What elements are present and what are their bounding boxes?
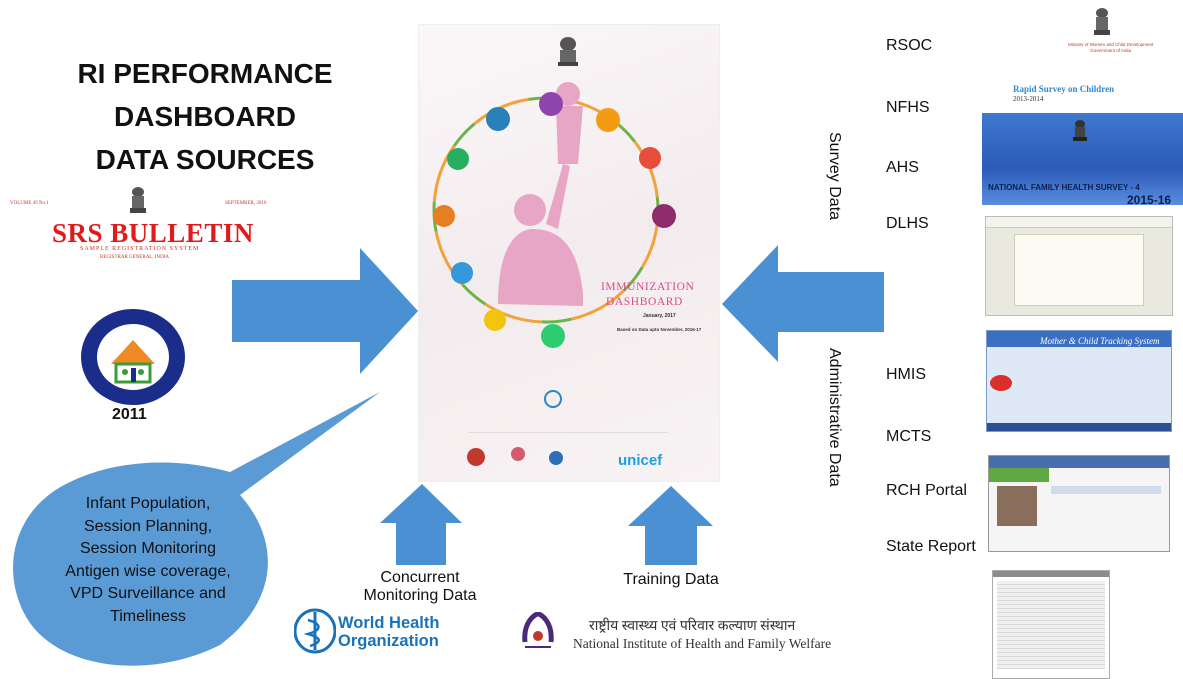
bubble-line: Antigen wise coverage,: [65, 562, 231, 580]
source-hmis: HMIS: [886, 366, 926, 383]
administrative-data-label: Administrative Data: [826, 348, 843, 487]
emblem-icon: [130, 187, 146, 213]
dlhs-screenshot: [985, 216, 1173, 316]
bubble-line: VPD Surveillance and: [70, 585, 226, 602]
srs-brand: SRS BULLETIN: [52, 218, 254, 248]
dashboard-cover-art: [432, 37, 676, 466]
who-logo-icon: [294, 608, 336, 654]
training-data-label: Training Data: [623, 571, 719, 588]
bubble-text: Infant Population, Session Planning, Ses…: [28, 493, 268, 628]
dashboard-title-line2: DASHBOARD: [606, 296, 683, 308]
source-state-report: State Report: [886, 538, 976, 555]
speech-bubble: [13, 392, 381, 666]
emblem-icon: [558, 37, 578, 66]
left-arrow: [232, 248, 418, 374]
source-rsoc: RSOC: [886, 37, 933, 54]
ring-icons: [433, 92, 676, 348]
bubble-line: Timeliness: [110, 607, 186, 625]
rsoc-title: Rapid Survey on Children: [1013, 84, 1115, 94]
nihfw-logo-icon: [522, 612, 554, 648]
title-line3: DATA SOURCES: [95, 144, 315, 175]
dashboard-title-line1: IMMUNIZATION: [601, 281, 695, 293]
census-logo-icon: [81, 309, 185, 405]
rsoc-ministry: Ministry of Women and Child Development …: [1068, 42, 1154, 53]
srs-issuer: REGISTRAR GENERAL, INDIA: [100, 255, 170, 260]
concurrent-monitoring-label: Concurrent Monitoring Data: [363, 569, 477, 604]
source-nfhs: NFHS: [886, 99, 930, 116]
training-up-arrow: [628, 486, 713, 565]
hmis-screenshot: [986, 330, 1172, 432]
concurrent-up-arrow: [380, 484, 462, 565]
page-title: RI PERFORMANCE DASHBOARD DATA SOURCES: [40, 52, 370, 181]
emblem-icon: [1073, 120, 1087, 141]
who-logo-text: World Health Organization: [338, 614, 440, 650]
bubble-line: Infant Population,: [85, 495, 211, 512]
emblem-icon: [1094, 8, 1110, 35]
mother-child-illustration: [498, 82, 583, 306]
source-dlhs: DLHS: [886, 215, 929, 232]
bubble-line: Session Planning,: [83, 517, 213, 535]
bubble-line: Session Monitoring: [79, 540, 217, 557]
source-rch-portal: RCH Portal: [886, 482, 967, 499]
unicef-logo: unicef: [618, 452, 663, 469]
survey-data-label: Survey Data: [826, 132, 843, 221]
title-line1: RI PERFORMANCE: [77, 58, 333, 89]
dashboard-date: January, 2017: [643, 313, 676, 319]
srs-date: SEPTEMBER, 2016: [225, 201, 267, 206]
rsoc-years: 2013-2014: [1013, 95, 1044, 103]
hmis-title: Mother & Child Tracking System: [1040, 336, 1160, 346]
nfhs-year: 2015-16: [1127, 193, 1172, 207]
nfhs-title: NATIONAL FAMILY HEALTH SURVEY - 4: [988, 183, 1140, 192]
nihfw-hindi-name: राष्ट्रीय स्वास्थ्य एवं परिवार कल्याण सं…: [589, 619, 796, 634]
rch-portal-screenshot: [988, 455, 1170, 552]
srs-volume: VOLUME 49 No.1: [10, 201, 49, 206]
source-mcts: MCTS: [886, 428, 932, 445]
nihfw-english-name: National Institute of Health and Family …: [573, 636, 832, 651]
source-ahs: AHS: [886, 159, 919, 176]
state-report-screenshot: [992, 570, 1110, 679]
right-arrow: [722, 245, 884, 362]
title-line2: DASHBOARD: [114, 101, 296, 132]
srs-subtitle: SAMPLE REGISTRATION SYSTEM: [80, 246, 200, 252]
dashboard-based-on: Based on Data upto November, 2016-17: [617, 327, 702, 332]
census-year: 2011: [112, 406, 147, 423]
partner-logos: [467, 447, 563, 466]
